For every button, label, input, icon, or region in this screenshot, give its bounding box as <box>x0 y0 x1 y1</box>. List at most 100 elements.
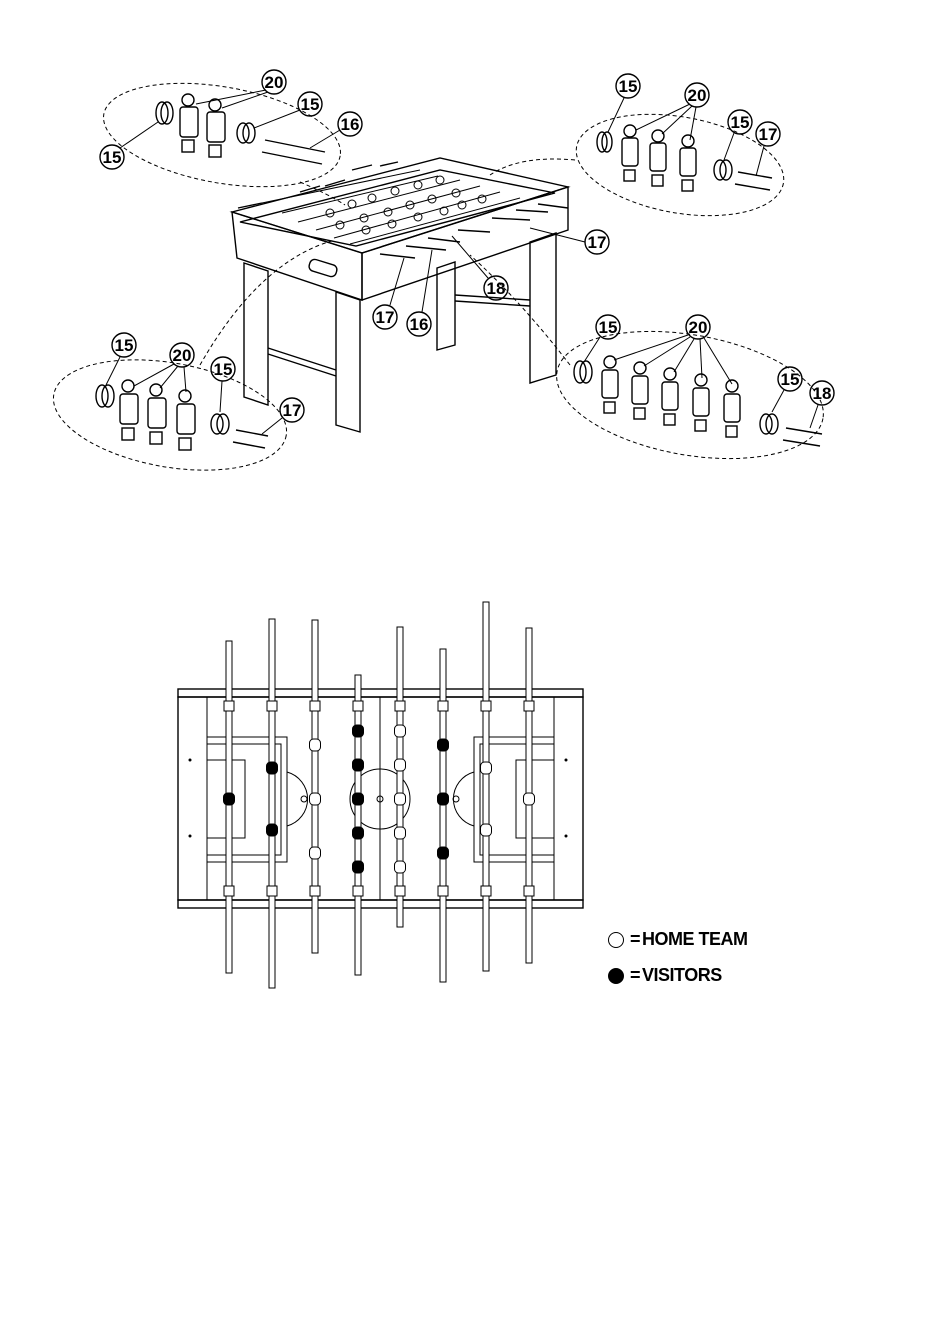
rod-1 <box>224 641 235 973</box>
callout-bl-15a: 15 <box>112 333 136 357</box>
callout-tl-15a: 15 <box>298 92 322 116</box>
legend-home-team: = HOME TEAM <box>608 929 748 950</box>
home-player-marker <box>395 793 406 805</box>
svg-text:15: 15 <box>103 148 122 167</box>
home-player-marker <box>395 827 406 839</box>
rod-bumper <box>395 701 405 711</box>
svg-text:18: 18 <box>487 279 506 298</box>
rod-bumper <box>353 701 363 711</box>
svg-text:17: 17 <box>376 308 395 327</box>
exploded-parts-top-right <box>597 125 772 191</box>
callout-c-16: 16 <box>407 312 431 336</box>
rod-5 <box>395 627 406 927</box>
callout-tl-15b: 15 <box>100 145 124 169</box>
rod-7 <box>481 602 492 971</box>
callout-bl-17: 17 <box>280 398 304 422</box>
callout-br-15b: 15 <box>778 367 802 391</box>
visitor-player-marker <box>353 861 364 873</box>
legend-visitors-label: VISITORS <box>642 965 722 986</box>
field-rods <box>224 602 535 988</box>
home-player-marker <box>310 847 321 859</box>
visitor-player-marker <box>438 847 449 859</box>
rod-bumper <box>395 886 405 896</box>
home-player-marker <box>310 793 321 805</box>
svg-text:15: 15 <box>301 95 320 114</box>
exploded-parts-bottom-left <box>96 380 268 450</box>
rod-bumper <box>481 701 491 711</box>
svg-text:17: 17 <box>588 233 607 252</box>
visitor-player-marker <box>267 824 278 836</box>
rod-bumper <box>438 886 448 896</box>
callout-c-18: 18 <box>484 276 508 300</box>
callout-br-15a: 15 <box>596 315 620 339</box>
visitors-marker-icon <box>608 968 624 984</box>
callout-br-18: 18 <box>810 381 834 405</box>
visitor-player-marker <box>353 793 364 805</box>
svg-text:18: 18 <box>813 384 832 403</box>
svg-text:20: 20 <box>688 86 707 105</box>
rod-bumper <box>224 886 234 896</box>
rod-2 <box>267 619 278 988</box>
exploded-view-outlines <box>45 67 834 487</box>
rod-6 <box>438 649 449 982</box>
rod-bumper <box>438 701 448 711</box>
legend-equals: = <box>630 965 640 986</box>
callouts: 20 15 16 15 15 20 15 17 17 18 17 16 15 2… <box>100 70 834 434</box>
visitor-player-marker <box>353 759 364 771</box>
legend-visitors: = VISITORS <box>608 965 722 986</box>
visitor-player-marker <box>267 762 278 774</box>
rod-8 <box>524 628 535 963</box>
rod-bumper <box>524 886 534 896</box>
callout-br-20: 20 <box>686 315 710 339</box>
rod-bumper <box>267 886 277 896</box>
rod-bumper <box>310 701 320 711</box>
foosball-table-3d <box>232 158 568 432</box>
svg-text:20: 20 <box>265 73 284 92</box>
visitor-player-marker <box>438 793 449 805</box>
svg-text:15: 15 <box>619 77 638 96</box>
svg-text:15: 15 <box>731 113 750 132</box>
legend-equals: = <box>630 929 640 950</box>
rod-bumper <box>224 701 234 711</box>
svg-text:16: 16 <box>341 115 360 134</box>
svg-text:15: 15 <box>214 360 233 379</box>
callout-c-17a: 17 <box>585 230 609 254</box>
visitor-player-marker <box>353 725 364 737</box>
callout-tr-20: 20 <box>685 83 709 107</box>
home-player-marker <box>524 793 535 805</box>
rod-bumper <box>524 701 534 711</box>
legend-home-team-label: HOME TEAM <box>642 929 748 950</box>
rod-bumper <box>481 886 491 896</box>
svg-text:15: 15 <box>599 318 618 337</box>
home-player-marker <box>395 725 406 737</box>
rod-4 <box>353 675 364 975</box>
home-player-marker <box>481 762 492 774</box>
svg-text:15: 15 <box>115 336 134 355</box>
callout-bl-15b: 15 <box>211 357 235 381</box>
callout-tl-16: 16 <box>338 112 362 136</box>
svg-text:17: 17 <box>759 125 778 144</box>
callout-bl-20: 20 <box>170 343 194 367</box>
rod-bumper <box>353 886 363 896</box>
svg-text:20: 20 <box>689 318 708 337</box>
home-team-marker-icon <box>608 932 624 948</box>
rod-3 <box>310 620 321 953</box>
svg-text:20: 20 <box>173 346 192 365</box>
home-player-marker <box>310 739 321 751</box>
callout-tr-15b: 15 <box>728 110 752 134</box>
rod-bumper <box>310 886 320 896</box>
visitor-player-marker <box>438 739 449 751</box>
svg-text:17: 17 <box>283 401 302 420</box>
visitor-player-marker <box>224 793 235 805</box>
svg-text:15: 15 <box>781 370 800 389</box>
home-player-marker <box>395 759 406 771</box>
svg-text:16: 16 <box>410 315 429 334</box>
foosball-field-top-view <box>178 602 583 988</box>
home-player-marker <box>395 861 406 873</box>
callout-c-17b: 17 <box>373 305 397 329</box>
callout-tr-17: 17 <box>756 122 780 146</box>
home-player-marker <box>481 824 492 836</box>
visitor-player-marker <box>353 827 364 839</box>
